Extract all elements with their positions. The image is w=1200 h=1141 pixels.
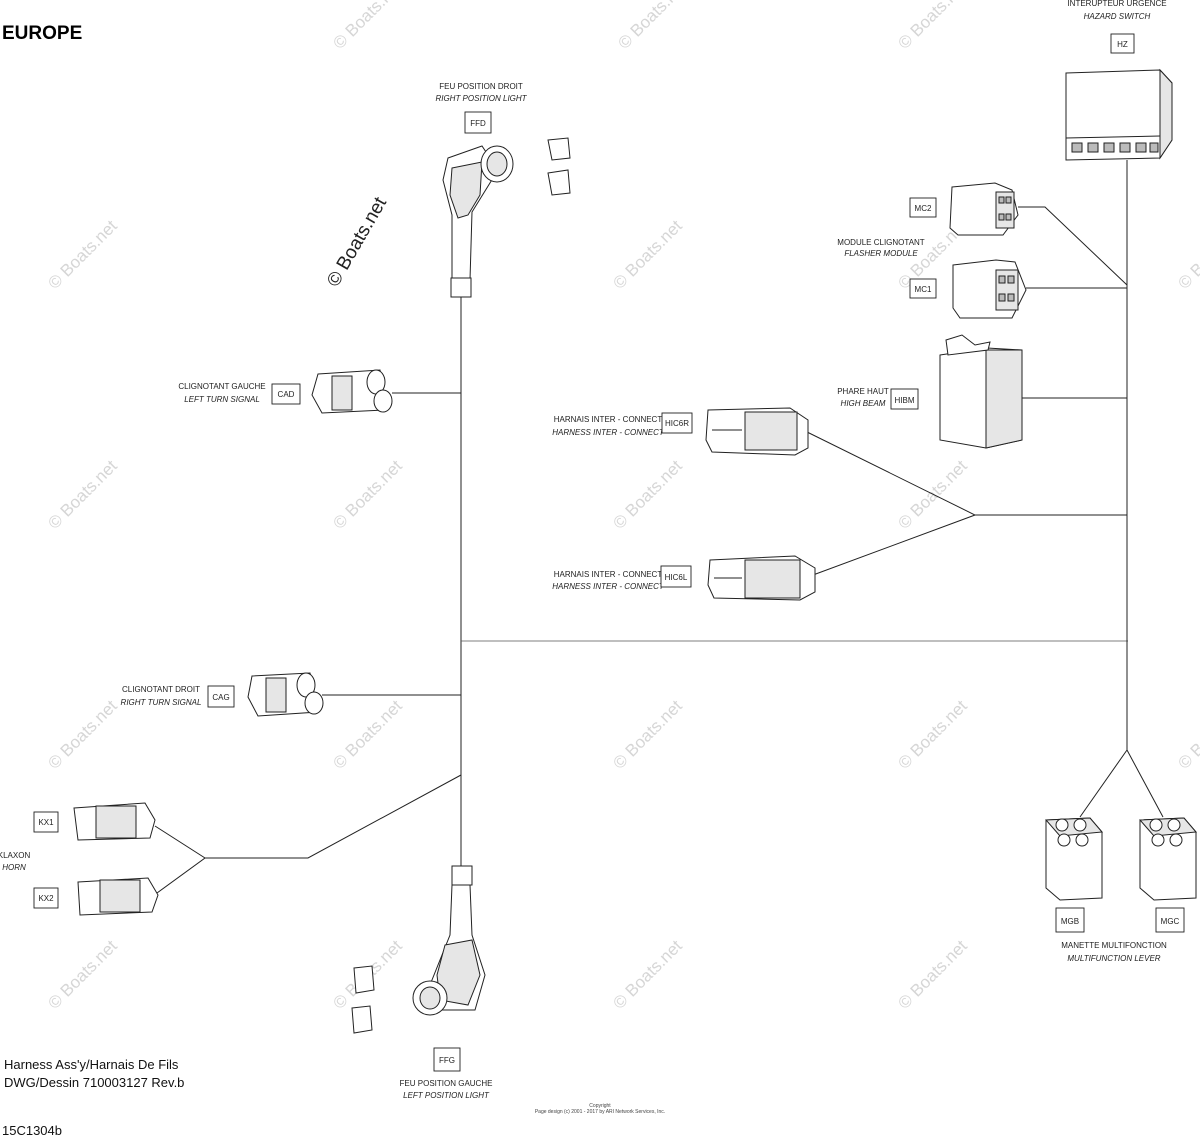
svg-text:HIBM: HIBM — [895, 396, 915, 405]
watermark: © Boats.net — [614, 0, 691, 53]
copyright-text: Page design (c) 2001 - 2017 by ARI Netwo… — [535, 1109, 665, 1115]
mc2-code-box — [909, 197, 937, 218]
watermark: © Boats.net — [894, 696, 971, 773]
watermark: © Boats.net — [329, 456, 406, 533]
svg-text:HARNAIS INTER - CONNECT: HARNAIS INTER - CONNECT — [554, 415, 663, 424]
svg-text:CAG: CAG — [212, 693, 229, 702]
svg-text:HZ: HZ — [1117, 40, 1128, 49]
watermark: © Boats.net — [609, 936, 686, 1013]
svg-text:HARNESS INTER - CONNECT: HARNESS INTER - CONNECT — [552, 582, 665, 591]
svg-text:LEFT TURN SIGNAL: LEFT TURN SIGNAL — [184, 395, 260, 404]
svg-text:KLAXON: KLAXON — [0, 851, 30, 860]
svg-text:MODULE CLIGNOTANT: MODULE CLIGNOTANT — [837, 238, 925, 247]
svg-text:CLIGNOTANT GAUCHE: CLIGNOTANT GAUCHE — [178, 382, 265, 391]
svg-text:FEU POSITION DROIT: FEU POSITION DROIT — [439, 82, 523, 91]
watermark: © Boats.net — [1174, 216, 1200, 293]
watermark: © Boats.net — [44, 456, 121, 533]
hic6r-code-box — [661, 412, 693, 434]
watermark: © Boats.net — [44, 696, 121, 773]
diagram-title: EUROPE — [2, 23, 82, 44]
flasher-module: MC2 MODULE CLIGNOTANT FLASHER MODULE MC1 — [837, 182, 1027, 319]
watermark: © Boats.net — [609, 696, 686, 773]
watermark: © Boats.net — [894, 936, 971, 1013]
kx2-code-box — [33, 887, 59, 909]
svg-text:FFD: FFD — [470, 119, 486, 128]
svg-text:MC2: MC2 — [915, 204, 932, 213]
hic6l-code-box — [660, 565, 692, 588]
watermark: © Boats.net — [44, 216, 121, 293]
svg-text:FLASHER MODULE: FLASHER MODULE — [844, 249, 918, 258]
footer-line1: Harness Ass'y/Harnais De Fils — [4, 1057, 179, 1072]
hibm-code-box — [890, 388, 919, 410]
svg-text:MGB: MGB — [1061, 917, 1079, 926]
right-position-light: FEU POSITION DROIT RIGHT POSITION LIGHT … — [435, 82, 571, 298]
footer-line2: DWG/Dessin 710003127 Rev.b — [4, 1075, 184, 1090]
svg-text:INTERUPTEUR URGENCE: INTERUPTEUR URGENCE — [1067, 0, 1166, 8]
watermark: © Boats.net — [609, 216, 686, 293]
copyright-label: Copyright — [589, 1103, 611, 1109]
hazard-switch: INTERUPTEUR URGENCE HAZARD SWITCH HZ — [1065, 0, 1173, 161]
svg-text:HIC6L: HIC6L — [665, 573, 688, 582]
svg-text:HARNAIS INTER - CONNECT: HARNAIS INTER - CONNECT — [554, 570, 663, 579]
watermark: © Boats.net — [44, 936, 121, 1013]
left-position-light: FFG FEU POSITION GAUCHE LEFT POSITION LI… — [351, 865, 493, 1100]
right-turn-signal: CLIGNOTANT DROIT RIGHT TURN SIGNAL CAG — [121, 672, 324, 717]
hz-code-box — [1110, 33, 1135, 54]
watermark-layer: © Boats.net © Boats.net © Boats.net © Bo… — [44, 0, 1200, 1013]
ffd-code-box — [464, 111, 492, 134]
svg-text:HIGH BEAM: HIGH BEAM — [841, 399, 886, 408]
svg-text:MC1: MC1 — [915, 285, 932, 294]
watermark: © Boats.net — [1174, 696, 1200, 773]
mgc-code-box — [1155, 907, 1185, 933]
harness-interconnect-l: HARNAIS INTER - CONNECT HARNESS INTER - … — [552, 555, 816, 601]
watermark-main: © Boats.net — [323, 193, 391, 290]
footer: Harness Ass'y/Harnais De Fils DWG/Dessin… — [2, 1057, 665, 1138]
svg-text:MGC: MGC — [1161, 917, 1180, 926]
svg-text:RIGHT TURN SIGNAL: RIGHT TURN SIGNAL — [121, 698, 202, 707]
cag-code-box — [207, 685, 235, 708]
wires — [154, 160, 1164, 894]
svg-text:CLIGNOTANT DROIT: CLIGNOTANT DROIT — [122, 685, 200, 694]
svg-text:HORN: HORN — [2, 863, 26, 872]
svg-text:HIC6R: HIC6R — [665, 419, 689, 428]
svg-text:FFG: FFG — [439, 1056, 455, 1065]
watermark: © Boats.net — [894, 0, 971, 53]
svg-text:MULTIFUNCTION LEVER: MULTIFUNCTION LEVER — [1067, 954, 1160, 963]
cad-code-box — [271, 383, 301, 405]
watermark: © Boats.net — [329, 0, 406, 53]
multifunction-lever: MGB MGC MANETTE MULTIFONCTION MULTIFUNCT… — [1044, 817, 1198, 963]
svg-text:RIGHT POSITION LIGHT: RIGHT POSITION LIGHT — [435, 94, 527, 103]
svg-text:PHARE HAUT: PHARE HAUT — [837, 387, 889, 396]
svg-text:HAZARD SWITCH: HAZARD SWITCH — [1084, 12, 1151, 21]
mgb-code-box — [1055, 907, 1085, 933]
watermark: © Boats.net — [609, 456, 686, 533]
footer-code: 15C1304b — [2, 1123, 62, 1138]
watermark: © Boats.net — [329, 696, 406, 773]
svg-text:HARNESS INTER - CONNECT: HARNESS INTER - CONNECT — [552, 428, 665, 437]
svg-text:CAD: CAD — [278, 390, 295, 399]
kx1-code-box — [33, 811, 59, 833]
svg-text:KX2: KX2 — [38, 894, 54, 903]
svg-text:KX1: KX1 — [38, 818, 54, 827]
svg-text:MANETTE MULTIFONCTION: MANETTE MULTIFONCTION — [1061, 941, 1167, 950]
ffg-code-box — [433, 1047, 461, 1072]
svg-text:FEU POSITION GAUCHE: FEU POSITION GAUCHE — [400, 1079, 493, 1088]
high-beam-relay: PHARE HAUT HIGH BEAM HIBM — [837, 334, 1023, 449]
horn: KX1 KLAXON HORN KX2 — [0, 802, 159, 916]
mc1-code-box — [909, 278, 937, 299]
left-turn-signal: CLIGNOTANT GAUCHE LEFT TURN SIGNAL CAD — [178, 369, 393, 414]
harness-interconnect-r: HARNAIS INTER - CONNECT HARNESS INTER - … — [552, 407, 809, 456]
svg-text:LEFT POSITION LIGHT: LEFT POSITION LIGHT — [403, 1091, 490, 1100]
